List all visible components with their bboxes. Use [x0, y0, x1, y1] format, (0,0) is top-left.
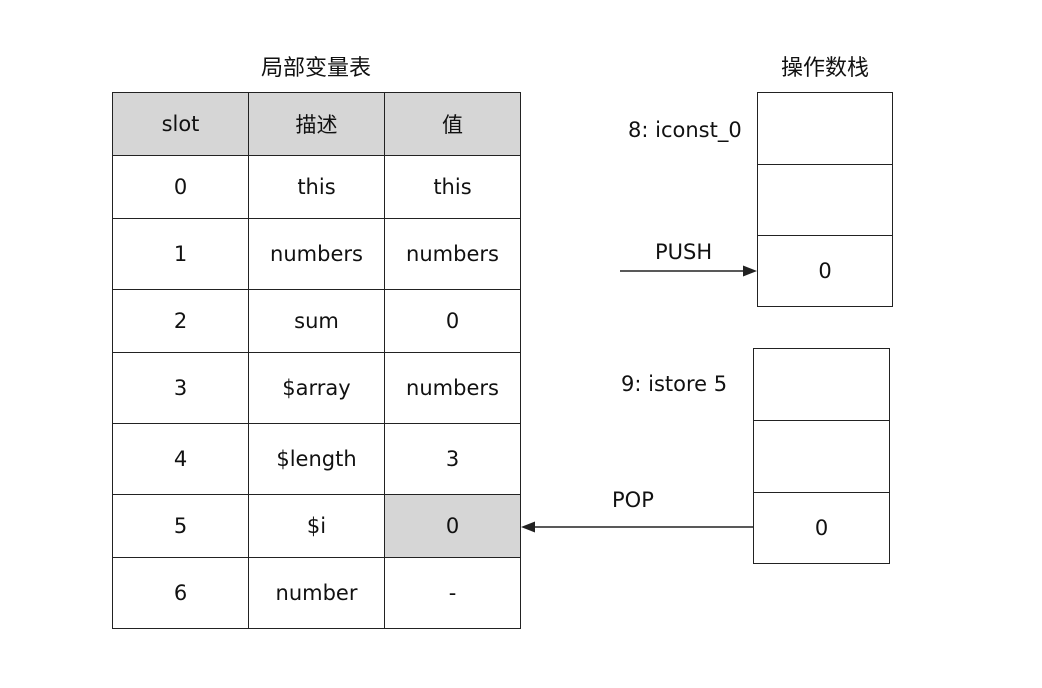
table-row: 6 number -: [112, 557, 521, 629]
table-row: 2 sum 0: [112, 289, 521, 353]
table-header-row: slot 描述 值: [112, 92, 521, 156]
stack-cell: 0: [754, 492, 889, 563]
description-cell: $length: [248, 423, 385, 495]
description-cell: this: [248, 155, 385, 219]
push-arrow: [620, 265, 757, 277]
slot-cell: 1: [112, 218, 249, 290]
value-cell: numbers: [384, 218, 521, 290]
description-cell: number: [248, 557, 385, 629]
stack-cell: [754, 349, 889, 420]
table-row: 0 this this: [112, 155, 521, 219]
slot-cell: 0: [112, 155, 249, 219]
instruction-label: 8: iconst_0: [628, 118, 742, 142]
slot-cell: 3: [112, 352, 249, 424]
pop-arrow: [521, 521, 753, 533]
local-variable-table: slot 描述 值 0 this this 1 numbers numbers …: [112, 92, 521, 629]
description-cell: numbers: [248, 218, 385, 290]
table-row: 1 numbers numbers: [112, 218, 521, 290]
stack-cell: [758, 164, 892, 236]
local-variable-table-title: 局部变量表: [260, 56, 371, 81]
slot-cell: 5: [112, 494, 249, 558]
description-cell: sum: [248, 289, 385, 353]
value-cell: 0: [384, 289, 521, 353]
table-row: 5 $i 0: [112, 494, 521, 558]
value-cell: 3: [384, 423, 521, 495]
value-cell: -: [384, 557, 521, 629]
description-cell: $i: [248, 494, 385, 558]
value-cell: numbers: [384, 352, 521, 424]
instruction-label: 9: istore 5: [621, 372, 728, 396]
value-cell: this: [384, 155, 521, 219]
table-row: 4 $length 3: [112, 423, 521, 495]
operand-stack-title: 操作数栈: [780, 56, 869, 81]
header-value: 值: [384, 92, 521, 156]
slot-cell: 2: [112, 289, 249, 353]
table-row: 3 $array numbers: [112, 352, 521, 424]
header-description: 描述: [248, 92, 385, 156]
pop-label: POP: [612, 488, 654, 512]
operand-stack-box: 0: [757, 92, 893, 307]
slot-cell: 6: [112, 557, 249, 629]
stack-cell: 0: [758, 235, 892, 306]
stack-cell: [758, 93, 892, 164]
header-slot: slot: [112, 92, 249, 156]
stack-cell: [754, 420, 889, 493]
slot-cell: 4: [112, 423, 249, 495]
description-cell: $array: [248, 352, 385, 424]
push-label: PUSH: [655, 240, 713, 264]
value-cell-highlighted: 0: [384, 494, 521, 558]
operand-stack-box: 0: [753, 348, 890, 564]
